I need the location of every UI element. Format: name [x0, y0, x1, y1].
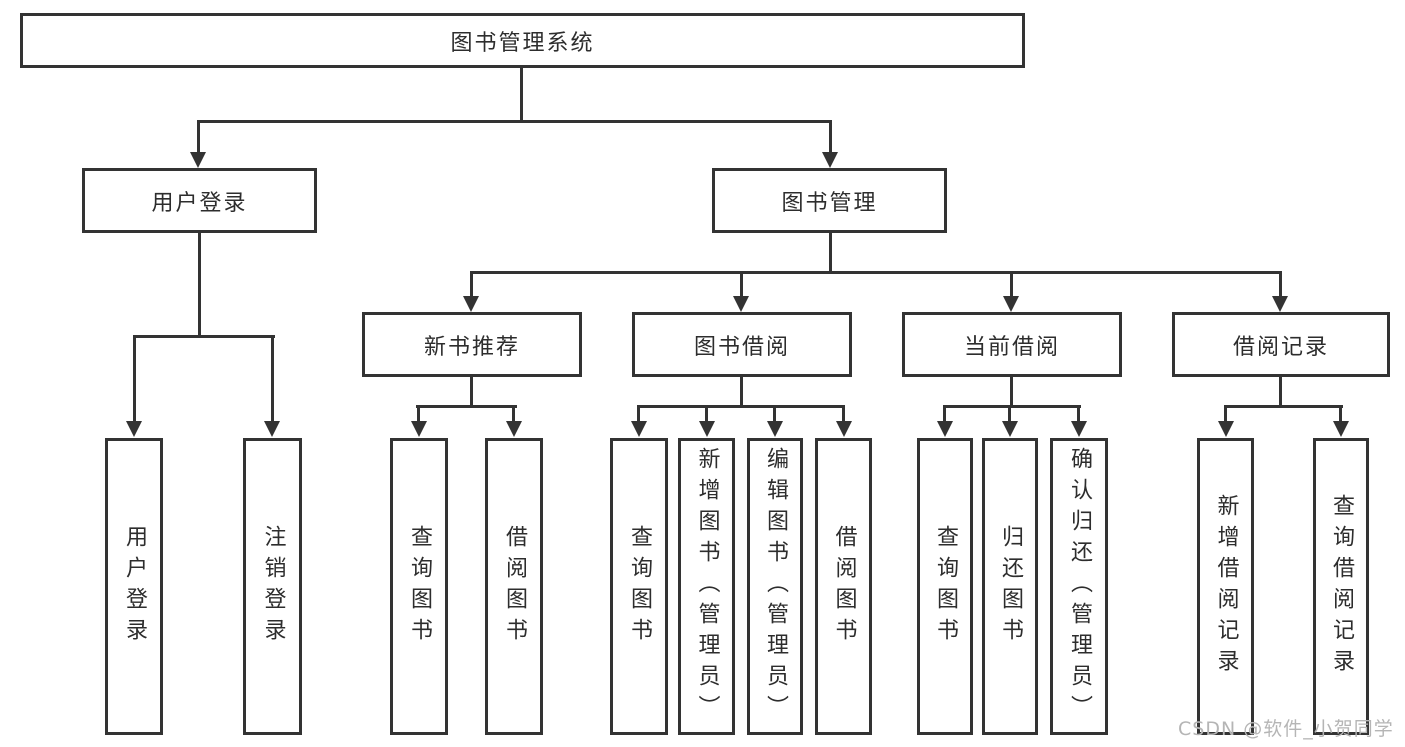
connector-cb-leaf3 — [1077, 405, 1080, 422]
arrowhead-new-book — [463, 296, 479, 312]
arrowhead-bb-leaf1 — [631, 421, 647, 437]
node-book-borrow-label: 图书借阅 — [693, 334, 790, 360]
node-book-borrow: 图书借阅 — [632, 312, 852, 377]
arrowhead-bb-leaf2 — [699, 421, 715, 437]
node-user-login: 用户登录 — [82, 168, 317, 233]
connector-new-book-down — [470, 377, 473, 407]
node-current-borrow: 当前借阅 — [902, 312, 1122, 377]
connector-book-mgmt-split — [470, 271, 1282, 274]
arrowhead-nb-leaf1 — [411, 421, 427, 437]
node-new-book-rec-label: 新书推荐 — [423, 334, 520, 360]
connector-to-leaf-logout — [271, 335, 274, 422]
leaf-br-query-record-label: 查询借阅记录 — [1329, 493, 1354, 680]
arrowhead-br-leaf1 — [1218, 421, 1234, 437]
leaf-bb-edit-book-admin: 编辑图书（管理员） — [747, 438, 803, 735]
connector-to-book-mgmt — [829, 120, 832, 154]
node-borrow-record-label: 借阅记录 — [1232, 334, 1329, 360]
leaf-bb-query-book: 查询图书 — [610, 438, 668, 735]
connector-user-login-split — [133, 335, 275, 338]
leaf-bb-add-book-admin: 新增图书（管理员） — [678, 438, 735, 735]
arrowhead-cb-leaf2 — [1002, 421, 1018, 437]
leaf-br-add-record: 新增借阅记录 — [1197, 438, 1254, 735]
connector-book-mgmt-down — [829, 233, 832, 274]
leaf-bb-borrow-book: 借阅图书 — [815, 438, 872, 735]
connector-user-login-down — [198, 233, 201, 338]
leaf-nb-query-book: 查询图书 — [390, 438, 448, 735]
arrowhead-bb-leaf4 — [836, 421, 852, 437]
connector-current-down — [1010, 377, 1013, 407]
node-book-mgmt: 图书管理 — [712, 168, 947, 233]
node-root: 图书管理系统 — [20, 13, 1025, 68]
connector-to-user-login — [197, 120, 200, 154]
connector-cb-leaf1 — [943, 405, 946, 422]
connector-bb-leaf2 — [705, 405, 708, 422]
connector-record-split — [1224, 405, 1343, 408]
connector-cb-leaf2 — [1008, 405, 1011, 422]
leaf-cb-confirm-return-admin-label: 确认归还（管理员） — [1067, 447, 1092, 726]
connector-bb-leaf1 — [637, 405, 640, 422]
leaf-nb-borrow-book: 借阅图书 — [485, 438, 543, 735]
connector-nb-leaf2 — [512, 405, 515, 422]
arrowhead-cb-leaf3 — [1071, 421, 1087, 437]
leaf-br-add-record-label: 新增借阅记录 — [1213, 493, 1239, 680]
connector-to-current — [1010, 271, 1013, 298]
connector-current-split — [943, 405, 1081, 408]
node-user-login-label: 用户登录 — [151, 190, 248, 216]
leaf-cb-query-book: 查询图书 — [917, 438, 973, 735]
connector-bb-leaf4 — [842, 405, 845, 422]
connector-to-new-book — [470, 271, 473, 298]
leaf-cb-confirm-return-admin: 确认归还（管理员） — [1050, 438, 1108, 735]
arrowhead-book-mgmt — [822, 152, 838, 168]
node-new-book-rec: 新书推荐 — [362, 312, 582, 377]
leaf-cb-query-book-label: 查询图书 — [933, 524, 958, 649]
connector-borrow-split — [637, 405, 845, 408]
node-current-borrow-label: 当前借阅 — [963, 334, 1060, 360]
connector-new-book-split — [416, 405, 517, 408]
connector-root-down — [520, 68, 523, 121]
arrowhead-borrow — [733, 296, 749, 312]
leaf-nb-borrow-book-label: 借阅图书 — [502, 524, 527, 649]
leaf-bb-edit-book-admin-label: 编辑图书（管理员） — [763, 447, 788, 726]
arrowhead-leaf-login — [126, 421, 142, 437]
leaf-logout: 注销登录 — [243, 438, 302, 735]
leaf-cb-return-book: 归还图书 — [982, 438, 1038, 735]
arrowhead-nb-leaf2 — [506, 421, 522, 437]
arrowhead-br-leaf2 — [1333, 421, 1349, 437]
arrowhead-record — [1272, 296, 1288, 312]
node-borrow-record: 借阅记录 — [1172, 312, 1390, 377]
leaf-user-login: 用户登录 — [105, 438, 163, 735]
leaf-cb-return-book-label: 归还图书 — [998, 524, 1023, 649]
leaf-logout-label: 注销登录 — [260, 524, 286, 649]
arrowhead-cb-leaf1 — [937, 421, 953, 437]
leaf-bb-borrow-book-label: 借阅图书 — [831, 524, 857, 649]
node-book-mgmt-label: 图书管理 — [781, 190, 878, 216]
leaf-user-login-label: 用户登录 — [122, 524, 147, 649]
arrowhead-bb-leaf3 — [767, 421, 783, 437]
csdn-watermark: CSDN @软件_小贺同学 — [1178, 718, 1394, 740]
connector-root-split — [197, 120, 832, 123]
connector-bb-leaf3 — [773, 405, 776, 422]
arrowhead-current — [1003, 296, 1019, 312]
arrowhead-leaf-logout — [264, 421, 280, 437]
leaf-br-query-record: 查询借阅记录 — [1313, 438, 1369, 735]
connector-to-borrow — [740, 271, 743, 298]
leaf-nb-query-book-label: 查询图书 — [407, 524, 432, 649]
node-root-label: 图书管理系统 — [450, 30, 595, 56]
connector-borrow-down — [740, 377, 743, 407]
connector-record-down — [1279, 377, 1282, 407]
connector-br-leaf1 — [1224, 405, 1227, 422]
leaf-bb-add-book-admin-label: 新增图书（管理员） — [694, 447, 720, 726]
leaf-bb-query-book-label: 查询图书 — [627, 524, 652, 649]
connector-to-leaf-login — [133, 335, 136, 422]
arrowhead-user-login — [190, 152, 206, 168]
connector-nb-leaf1 — [417, 405, 420, 422]
connector-to-record — [1279, 271, 1282, 298]
connector-br-leaf2 — [1339, 405, 1342, 422]
